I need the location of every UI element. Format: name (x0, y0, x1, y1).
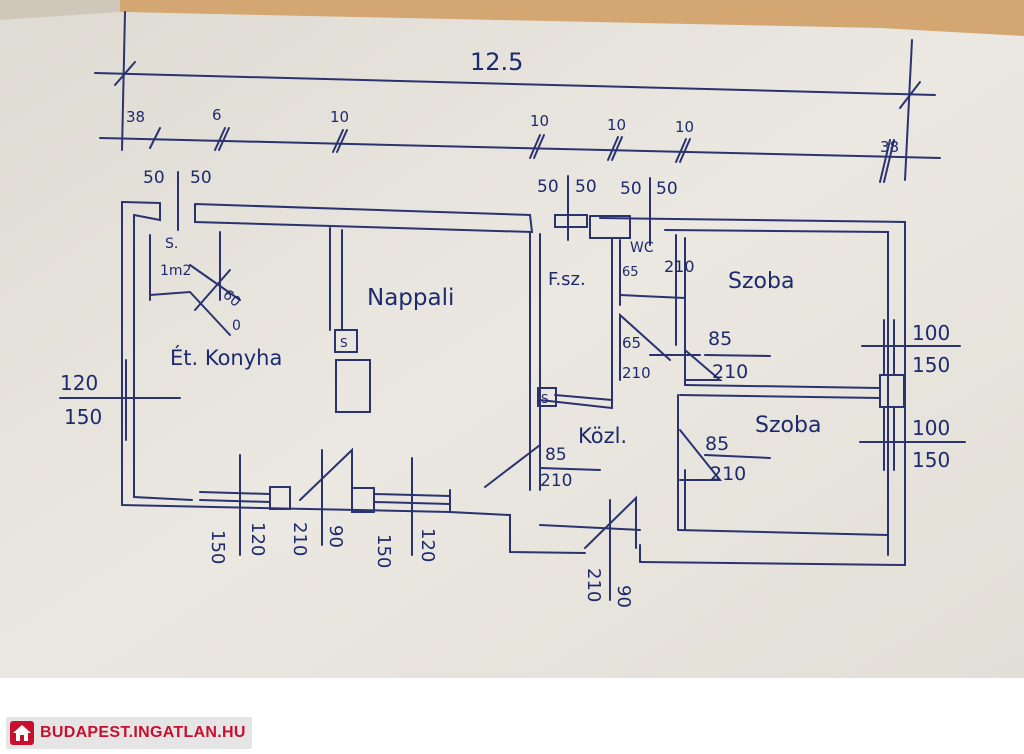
wc-door-h: 210 (622, 364, 651, 382)
room-szoba-2: Szoba (755, 413, 821, 438)
wc-door-w: 65 (622, 334, 641, 352)
segment-dim-line (99, 137, 941, 159)
mark-1m2: 1m2 (160, 263, 191, 279)
total-dim-line (94, 72, 936, 96)
entry-dim-2: 90 (613, 585, 634, 608)
total-width-label: 12.5 (470, 48, 523, 76)
window-pair-2a: 50 (537, 177, 559, 197)
room-wc: WC (630, 240, 654, 256)
segment-label-5: 10 (607, 116, 626, 134)
ink-lines (59, 11, 966, 601)
bottom-dim-1: 150 (207, 530, 228, 564)
wc-top-2: 210 (664, 257, 695, 276)
segment-label-7: 38 (880, 138, 899, 156)
room-living: Nappali (367, 285, 454, 311)
segment-label-1: 38 (126, 108, 145, 126)
site-logo[interactable]: BUDAPEST.INGATLAN.HU (6, 717, 252, 749)
chimney-mark-1: S (340, 336, 348, 350)
segment-label-2: 6 (212, 106, 222, 124)
room-bath: F.sz. (548, 269, 586, 290)
room1-door-w: 85 (708, 328, 732, 350)
wood-table (120, 0, 1024, 38)
window-pair-1b: 50 (190, 168, 212, 188)
room1-door-h: 210 (712, 361, 748, 383)
paper-sheet (0, 12, 1024, 678)
floor-plan-photo: 12.5 38 6 10 10 10 10 38 50 50 50 50 50 … (0, 0, 1024, 678)
entry-dim-1: 210 (583, 568, 604, 602)
segment-label-4: 10 (530, 112, 549, 130)
bottom-dim-3: 210 (289, 522, 310, 556)
room2-door-w: 85 (705, 433, 729, 455)
bottom-dim-6: 120 (417, 528, 438, 562)
bottom-dim-4: 90 (325, 525, 346, 548)
kitchen-window-w: 120 (60, 371, 98, 395)
kitchen-window-h: 150 (64, 405, 102, 429)
room-hall: Közl. (578, 424, 627, 448)
room-szoba-1: Szoba (728, 269, 794, 294)
wc-top-1: 65 (622, 265, 639, 280)
window-pair-1a: 50 (143, 168, 165, 188)
window-pair-2b: 50 (575, 177, 597, 197)
chimney-mark-2: S (541, 392, 549, 406)
room1-window-h: 150 (912, 353, 950, 377)
segment-label-6: 10 (675, 118, 694, 136)
window-pair-3b: 50 (656, 179, 678, 199)
bottom-dim-2: 120 (247, 522, 268, 556)
labels: 12.5 38 6 10 10 10 10 38 50 50 50 50 50 … (60, 48, 950, 608)
house-icon (10, 721, 34, 745)
room2-door-h: 210 (710, 463, 746, 485)
room2-window-w: 100 (912, 416, 950, 440)
hall-door-w: 85 (545, 445, 567, 465)
room-kitchen: Ét. Konyha (170, 345, 282, 370)
bottom-dim-5: 150 (373, 534, 394, 568)
dim-extension-left (121, 11, 126, 151)
segment-label-3: 10 (330, 108, 349, 126)
mark-s: S. (165, 236, 178, 252)
hall-door-h: 210 (540, 471, 572, 491)
room1-window-w: 100 (912, 321, 950, 345)
room2-window-h: 150 (912, 448, 950, 472)
logo-text: BUDAPEST.INGATLAN.HU (40, 724, 246, 741)
mark-0: 0 (232, 318, 241, 334)
window-pair-3a: 50 (620, 179, 642, 199)
